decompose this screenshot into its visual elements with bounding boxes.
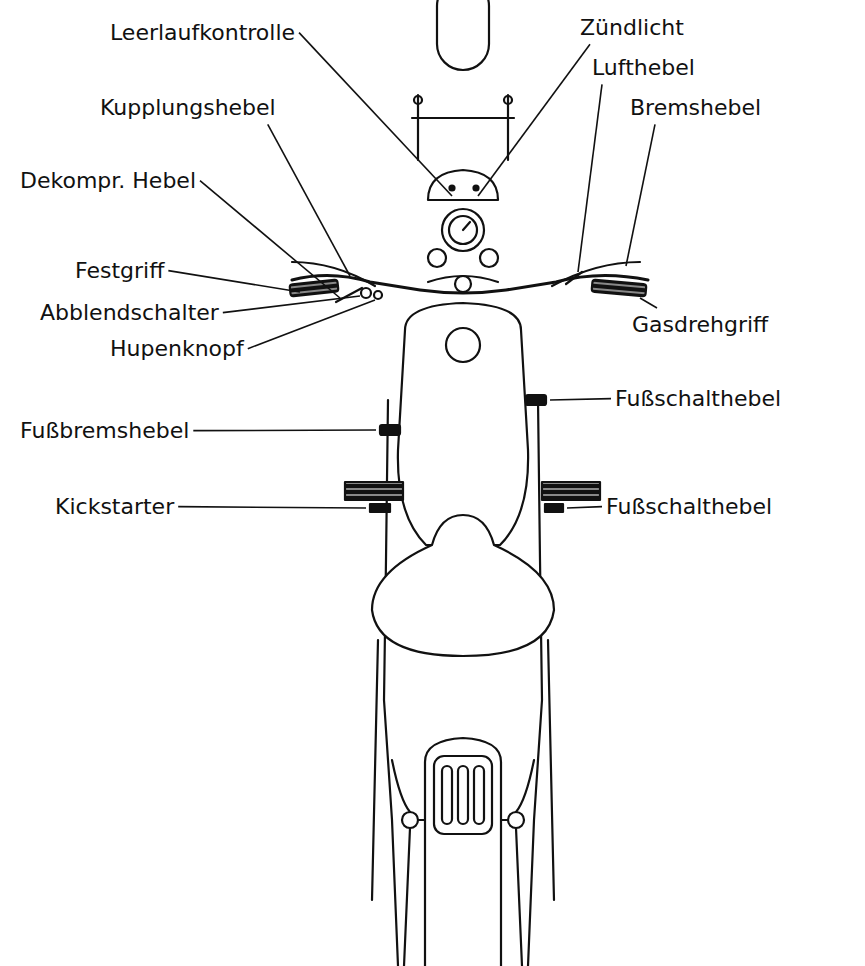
part-label: Kickstarter xyxy=(55,494,174,519)
leader-line xyxy=(268,124,350,276)
part-label: Lufthebel xyxy=(592,55,695,80)
leader-line xyxy=(248,300,375,349)
fork-top xyxy=(480,249,498,267)
leader-line xyxy=(567,507,602,508)
left-grip xyxy=(290,280,339,297)
part-label: Fußschalthebel xyxy=(606,494,772,519)
leader-line xyxy=(200,181,340,298)
part-label: Leerlaufkontrolle xyxy=(110,20,295,45)
leader-line xyxy=(578,84,602,272)
part-label: Fußschalthebel xyxy=(615,386,781,411)
kickstarter xyxy=(370,504,390,512)
headlamp xyxy=(437,0,489,70)
dip-switch xyxy=(361,288,371,298)
part-label: Zündlicht xyxy=(580,15,684,40)
tail-slot xyxy=(442,766,452,824)
brake-pedal xyxy=(380,425,400,435)
leader-line xyxy=(299,33,452,196)
fuel-tank xyxy=(398,303,528,545)
leader-line xyxy=(193,429,376,431)
speedometer-needle xyxy=(463,222,470,230)
leader-line xyxy=(223,296,360,313)
footrest xyxy=(345,482,403,500)
footrest xyxy=(542,482,600,500)
part-label: Dekompr. Hebel xyxy=(20,168,196,193)
tail-plate xyxy=(434,756,492,834)
rear-fender xyxy=(425,738,501,966)
twist-grip xyxy=(592,280,647,297)
fork-leg xyxy=(418,95,508,160)
part-label: Hupenknopf xyxy=(110,336,244,361)
frame-rail xyxy=(528,400,542,966)
windscreen-bracket xyxy=(412,117,514,119)
tank-cap xyxy=(446,328,480,362)
shock-absorber xyxy=(372,640,378,900)
ignition-lamp xyxy=(474,186,479,191)
speedometer-dial xyxy=(449,216,477,244)
leader-line xyxy=(640,298,657,308)
shock-absorber xyxy=(548,640,554,900)
gear-lever xyxy=(526,395,546,405)
carrier-eye xyxy=(508,812,524,828)
saddle xyxy=(372,515,554,656)
luggage-carrier xyxy=(392,760,534,820)
part-label: Abblendschalter xyxy=(40,300,219,325)
tail-slot xyxy=(474,766,484,824)
leader-line xyxy=(550,399,611,400)
decompression-lever xyxy=(336,288,362,302)
part-label: Gasdrehgriff xyxy=(632,312,768,337)
tail-slot xyxy=(458,766,468,824)
leader-line xyxy=(168,271,300,292)
part-label: Festgriff xyxy=(75,258,164,283)
fork-top xyxy=(428,249,446,267)
leader-line xyxy=(178,507,366,508)
part-label: Bremshebel xyxy=(630,95,761,120)
part-label: Fußbremshebel xyxy=(20,418,189,443)
steering-damper xyxy=(455,276,471,292)
gear-lever xyxy=(545,504,563,512)
mount xyxy=(504,96,512,104)
carrier-eye xyxy=(402,812,418,828)
carrier-strut xyxy=(404,828,522,966)
part-label: Kupplungshebel xyxy=(100,95,276,120)
speedometer xyxy=(442,209,484,251)
horn-button xyxy=(374,291,382,299)
air-lever xyxy=(566,272,582,284)
neutral-lamp xyxy=(450,186,455,191)
mount xyxy=(414,96,422,104)
leader-line xyxy=(626,124,655,266)
leader-line xyxy=(478,44,590,196)
instrument-panel xyxy=(428,170,498,200)
